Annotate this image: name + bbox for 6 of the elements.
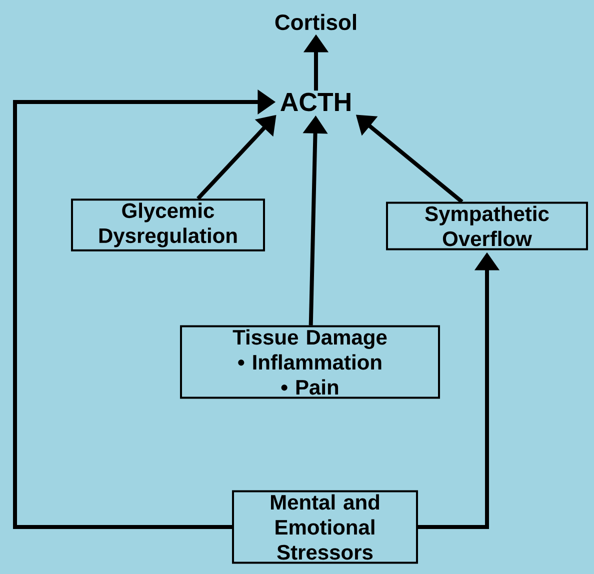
text-box: Mental and Emotional Stressors [232, 490, 418, 564]
text-box: Glycemic Dysregulation [71, 198, 265, 252]
label-text: Cortisol [275, 14, 356, 30]
text-box: Sympathetic Overflow [386, 202, 588, 250]
label-text: ACTH [280, 92, 350, 112]
text-box: Tissue Damage • Inflammation • Pain [180, 325, 440, 399]
